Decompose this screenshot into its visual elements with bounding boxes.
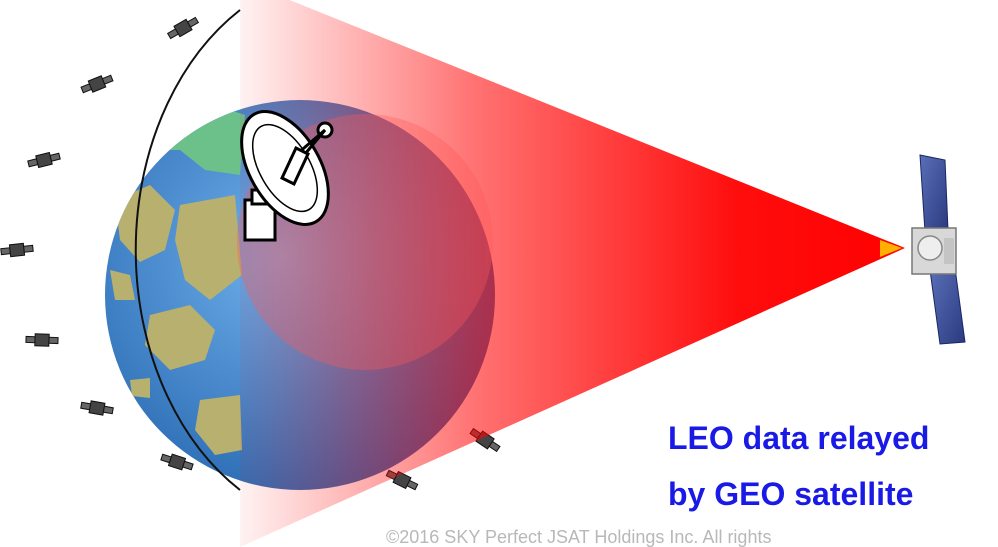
leo-satellite-icon — [80, 74, 114, 94]
leo-satellite-icon — [0, 242, 34, 258]
relay-beam — [240, 0, 905, 547]
leo-satellite-icon — [27, 151, 61, 169]
beam-arrow-icon — [880, 240, 902, 257]
leo-orbit-path — [134, 9, 241, 491]
leo-satellite-icon — [160, 453, 194, 471]
copyright-notice: ©2016 SKY Perfect JSAT Holdings Inc. All… — [386, 527, 772, 547]
caption-line-1: LEO data relayed — [668, 420, 930, 456]
caption-line-2: by GEO satellite — [668, 476, 914, 512]
geo-satellite-icon — [911, 154, 966, 345]
leo-satellite-icon — [80, 400, 114, 416]
leo-satellite-icon — [166, 16, 200, 40]
satellite-dish-icon — [240, 110, 334, 242]
leo-satellite-icon — [25, 333, 59, 347]
